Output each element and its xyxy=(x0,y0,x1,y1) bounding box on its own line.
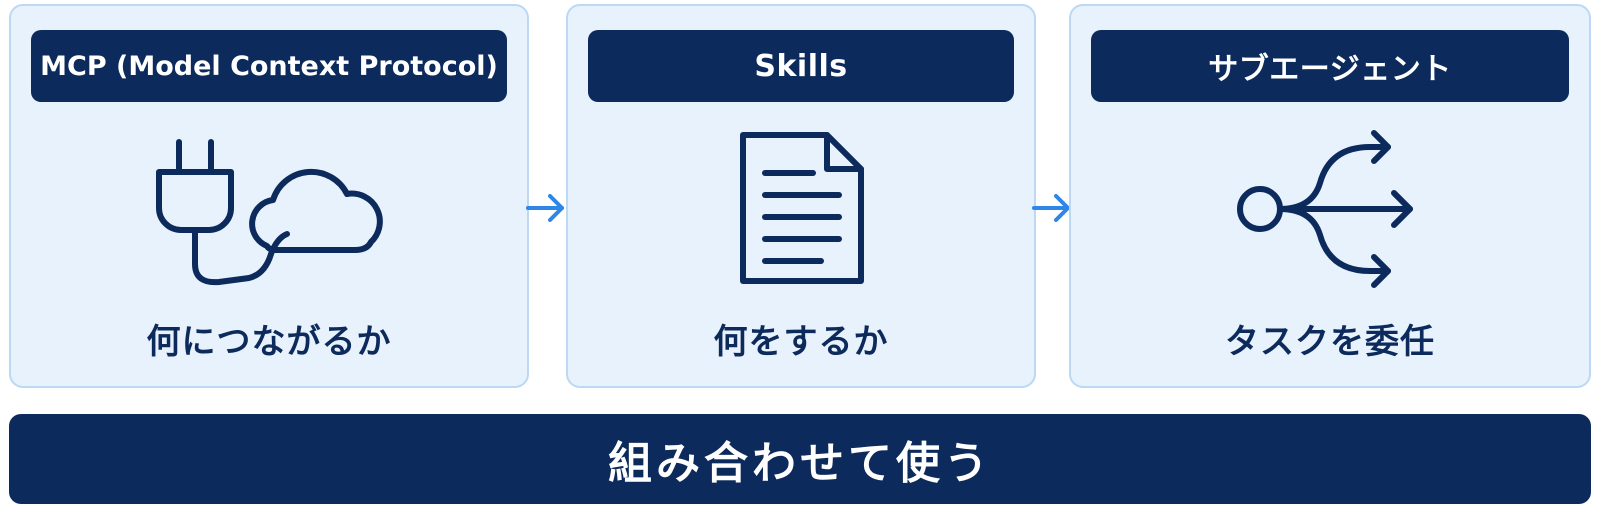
arrow-right-icon xyxy=(524,190,570,226)
mcp-card: MCP (Model Context Protocol) 何につながるか xyxy=(9,4,529,388)
subagent-card-title: サブエージェント xyxy=(1091,30,1569,102)
mcp-card-caption: 何につながるか xyxy=(146,321,392,362)
skills-card: Skills 何をするか xyxy=(566,4,1036,388)
subagent-card: サブエージェント タスクを委任 xyxy=(1069,4,1591,388)
skills-card-title: Skills xyxy=(588,30,1014,102)
mcp-card-title: MCP (Model Context Protocol) xyxy=(31,30,507,102)
arrow-right-icon xyxy=(1030,190,1076,226)
skills-card-caption: 何をするか xyxy=(713,321,889,362)
combine-banner: 組み合わせて使う xyxy=(9,414,1591,504)
branching-arrows-icon xyxy=(1071,124,1589,294)
document-icon xyxy=(568,124,1034,294)
subagent-card-caption: タスクを委任 xyxy=(1225,321,1435,362)
plug-cloud-icon xyxy=(11,124,527,294)
